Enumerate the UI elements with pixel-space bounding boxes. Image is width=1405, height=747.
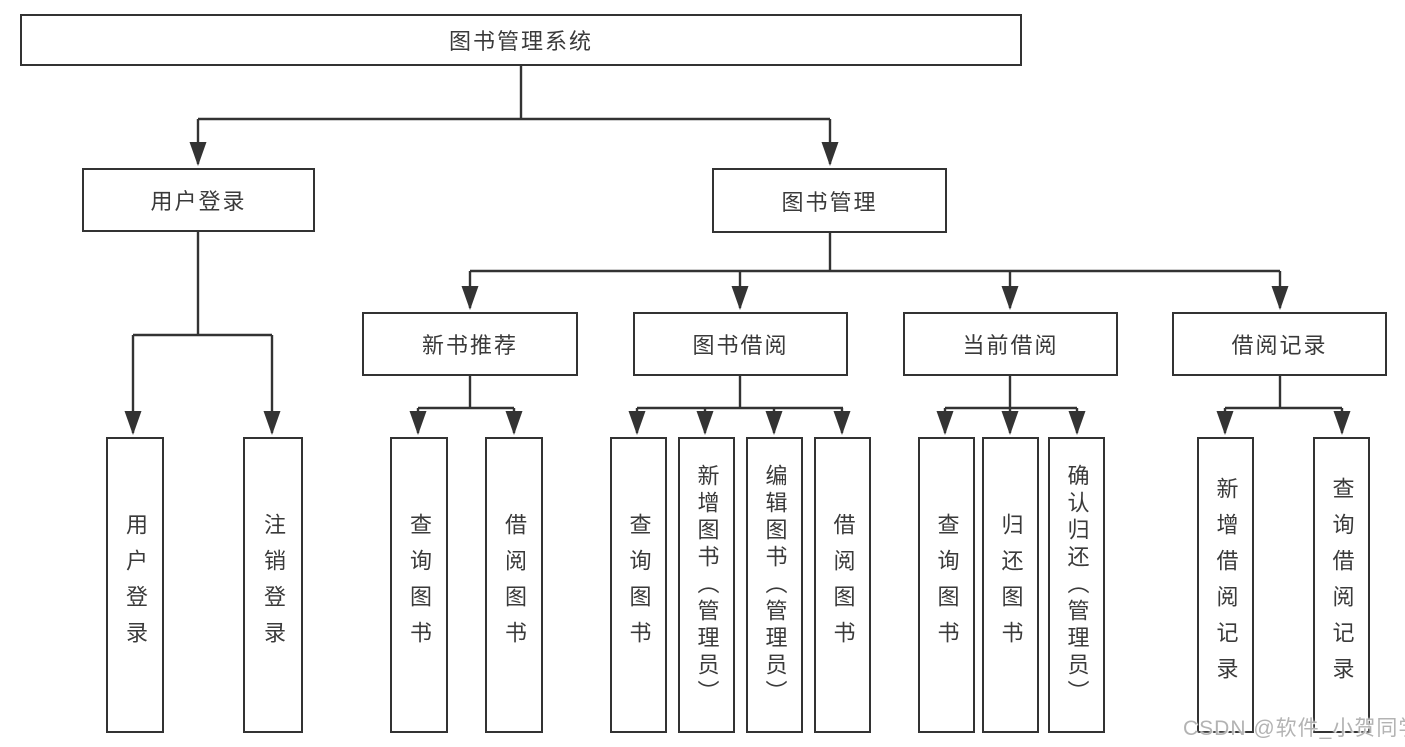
node-label: 用户登录 [123,513,148,657]
node-label: 借阅记录 [1231,333,1328,358]
node-label: 查询图书 [934,513,960,657]
leaf-query-borrow-record: 查询借阅记录 [1313,437,1370,733]
leaf-edit-books-admin: 编辑图书（管理员） [746,437,803,733]
node-label: 归还图书 [998,513,1024,657]
leaf-query-books: 查询图书 [918,437,975,733]
node-label: 图书借阅 [692,333,789,358]
leaf-return-books: 归还图书 [982,437,1039,733]
node-label: 查询借阅记录 [1329,477,1355,693]
leaf-query-books: 查询图书 [390,437,448,733]
node-label: 确认归还（管理员） [1064,463,1090,707]
leaf-borrow-books: 借阅图书 [814,437,871,733]
node-label: 查询图书 [626,513,652,657]
node-new-book-recommendation: 新书推荐 [362,312,578,376]
leaf-user-login: 用户登录 [106,437,164,733]
node-label: 图书管理 [781,189,878,215]
leaf-borrow-books: 借阅图书 [485,437,543,733]
node-label: 当前借阅 [962,333,1059,358]
leaf-add-books-admin: 新增图书（管理员） [678,437,735,733]
node-label: 编辑图书（管理员） [762,463,788,707]
node-label: 注销登录 [261,513,286,657]
node-label: 新书推荐 [421,333,518,358]
node-book-management: 图书管理 [712,168,947,233]
leaf-query-books: 查询图书 [610,437,667,733]
node-label: 借阅图书 [502,513,527,657]
node-current-borrowing: 当前借阅 [903,312,1118,376]
node-borrowing-records: 借阅记录 [1172,312,1387,376]
leaf-logout: 注销登录 [243,437,303,733]
node-label: 图书管理系统 [448,29,593,54]
node-label: 借阅图书 [830,513,856,657]
node-label: 查询图书 [407,513,432,657]
leaf-add-borrow-record: 新增借阅记录 [1197,437,1254,733]
node-book-borrowing: 图书借阅 [633,312,848,376]
node-user-login: 用户登录 [82,168,315,232]
csdn-watermark: CSDN @软件_小贺同学 [1183,717,1405,740]
node-label: 新增图书（管理员） [694,463,720,707]
node-label: 用户登录 [150,189,247,214]
node-label: 新增借阅记录 [1213,477,1239,693]
leaf-confirm-return-admin: 确认归还（管理员） [1048,437,1105,733]
node-library-management-system: 图书管理系统 [20,14,1022,66]
